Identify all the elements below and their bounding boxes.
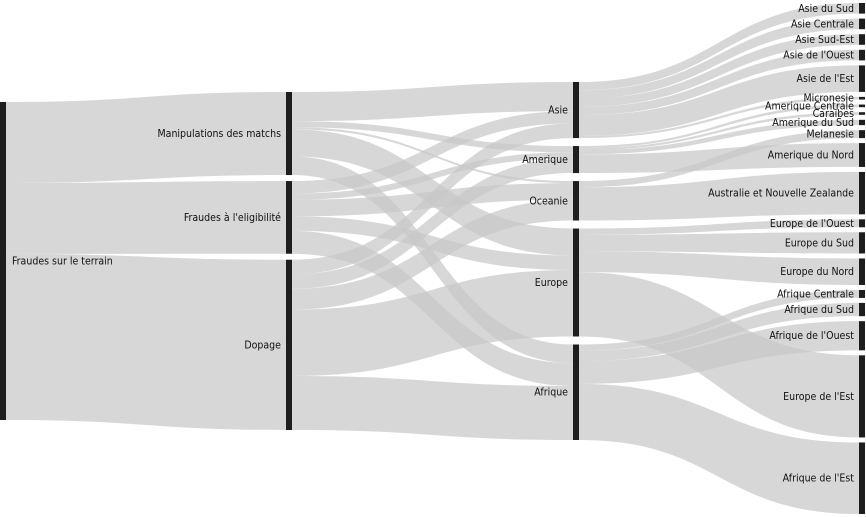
node-ees xyxy=(859,355,865,438)
node-match xyxy=(286,92,292,176)
node-esu xyxy=(859,232,865,254)
node-label-car: Caraibes xyxy=(813,108,854,120)
link-terrain-elig xyxy=(6,181,286,254)
node-label-ocea: Oceanie xyxy=(529,195,568,207)
node-aes xyxy=(859,65,865,92)
link-amer-car xyxy=(579,112,859,151)
node-eou xyxy=(859,219,865,228)
node-asie xyxy=(573,82,579,139)
link-afri-afs xyxy=(579,302,859,362)
node-eno xyxy=(859,258,865,285)
node-label-mel: Melanesie xyxy=(806,129,854,141)
link-elig-euro xyxy=(292,216,573,271)
link-dop-euro xyxy=(292,270,573,377)
sankey-nodes xyxy=(0,3,865,514)
node-label-ase: Asie Sud-Est xyxy=(795,34,854,46)
node-label-amer: Amerique xyxy=(522,154,568,166)
link-elig-asie xyxy=(292,111,573,194)
link-euro-eou xyxy=(579,219,859,235)
node-ams xyxy=(859,119,865,126)
link-euro-esu xyxy=(579,232,859,254)
node-label-afc: Afrique Centrale xyxy=(777,288,854,300)
link-afri-afo xyxy=(579,321,859,384)
link-dop-afri xyxy=(292,376,573,440)
link-asie-aes xyxy=(579,65,859,136)
node-ocea xyxy=(573,181,579,221)
node-label-eno: Europe du Nord xyxy=(780,266,854,278)
node-label-afri: Afrique xyxy=(534,387,568,399)
node-amn xyxy=(859,143,865,167)
node-ase xyxy=(859,34,865,45)
node-afri xyxy=(573,344,579,440)
node-afc xyxy=(859,289,865,298)
link-asie-aou xyxy=(579,49,859,116)
node-label-amn: Amerique du Nord xyxy=(768,150,854,162)
node-label-aou: Asie de l'Ouest xyxy=(783,50,854,62)
node-label-afe: Afrique de l'Est xyxy=(783,473,855,485)
link-dop-asie xyxy=(292,123,573,275)
link-ocea-mel xyxy=(579,130,859,188)
link-amer-amc xyxy=(579,104,859,149)
link-dop-amer xyxy=(292,158,573,289)
link-match-asie xyxy=(292,82,573,122)
node-label-anz: Australie et Nouvelle Zealande xyxy=(708,188,854,200)
node-elig xyxy=(286,181,292,254)
node-label-eou: Europe de l'Ouest xyxy=(770,218,854,230)
node-micr xyxy=(859,96,865,100)
node-label-dop: Dopage xyxy=(244,339,281,351)
node-anz xyxy=(859,171,865,215)
node-label-terrain: Fraudes sur le terrain xyxy=(12,256,113,268)
link-terrain-dop xyxy=(6,253,286,430)
link-terrain-match xyxy=(6,92,286,184)
sankey-links xyxy=(6,3,859,514)
node-dop xyxy=(286,259,292,430)
link-asie-asud xyxy=(579,3,859,91)
node-asud xyxy=(859,3,865,14)
node-label-micr: Micronesie xyxy=(803,93,854,105)
node-afo xyxy=(859,321,865,351)
node-afs xyxy=(859,302,865,317)
node-label-ams: Amerique du Sud xyxy=(772,117,854,129)
node-label-match: Manipulations des matchs xyxy=(158,128,282,140)
node-aou xyxy=(859,49,865,61)
node-afe xyxy=(859,442,865,514)
link-asie-ase xyxy=(579,34,859,107)
link-ocea-anz xyxy=(579,171,859,221)
link-dop-ocea xyxy=(292,199,573,310)
node-label-elig: Fraudes à l'eligibilité xyxy=(184,212,281,224)
node-label-ees: Europe de l'Est xyxy=(783,391,854,403)
link-amer-ams xyxy=(579,119,859,155)
node-amer xyxy=(573,146,579,174)
link-euro-eno xyxy=(579,251,859,285)
node-mel xyxy=(859,130,865,139)
link-asie-micr xyxy=(579,96,859,139)
node-label-afo: Afrique de l'Ouest xyxy=(769,330,854,342)
node-label-aes: Asie de l'Est xyxy=(797,73,855,85)
link-elig-amer xyxy=(292,152,573,200)
node-amc xyxy=(859,104,865,108)
node-terrain xyxy=(0,102,6,420)
node-label-amc: Amerique Centrale xyxy=(765,100,854,112)
node-label-acen: Asie Centrale xyxy=(791,18,854,30)
link-asie-acen xyxy=(579,18,859,99)
node-acen xyxy=(859,18,865,30)
link-afri-afc xyxy=(579,289,859,351)
link-afri-afe xyxy=(579,383,859,514)
sankey-labels: Fraudes sur le terrain Manipulations des … xyxy=(12,3,854,485)
node-label-esu: Europe du Sud xyxy=(785,237,854,249)
node-label-euro: Europe xyxy=(535,277,568,289)
node-euro xyxy=(573,228,579,337)
node-label-asie: Asie xyxy=(548,105,568,117)
node-label-asud: Asie du Sud xyxy=(798,3,854,15)
node-label-afs: Afrique du Sud xyxy=(784,304,854,316)
node-car xyxy=(859,112,865,115)
